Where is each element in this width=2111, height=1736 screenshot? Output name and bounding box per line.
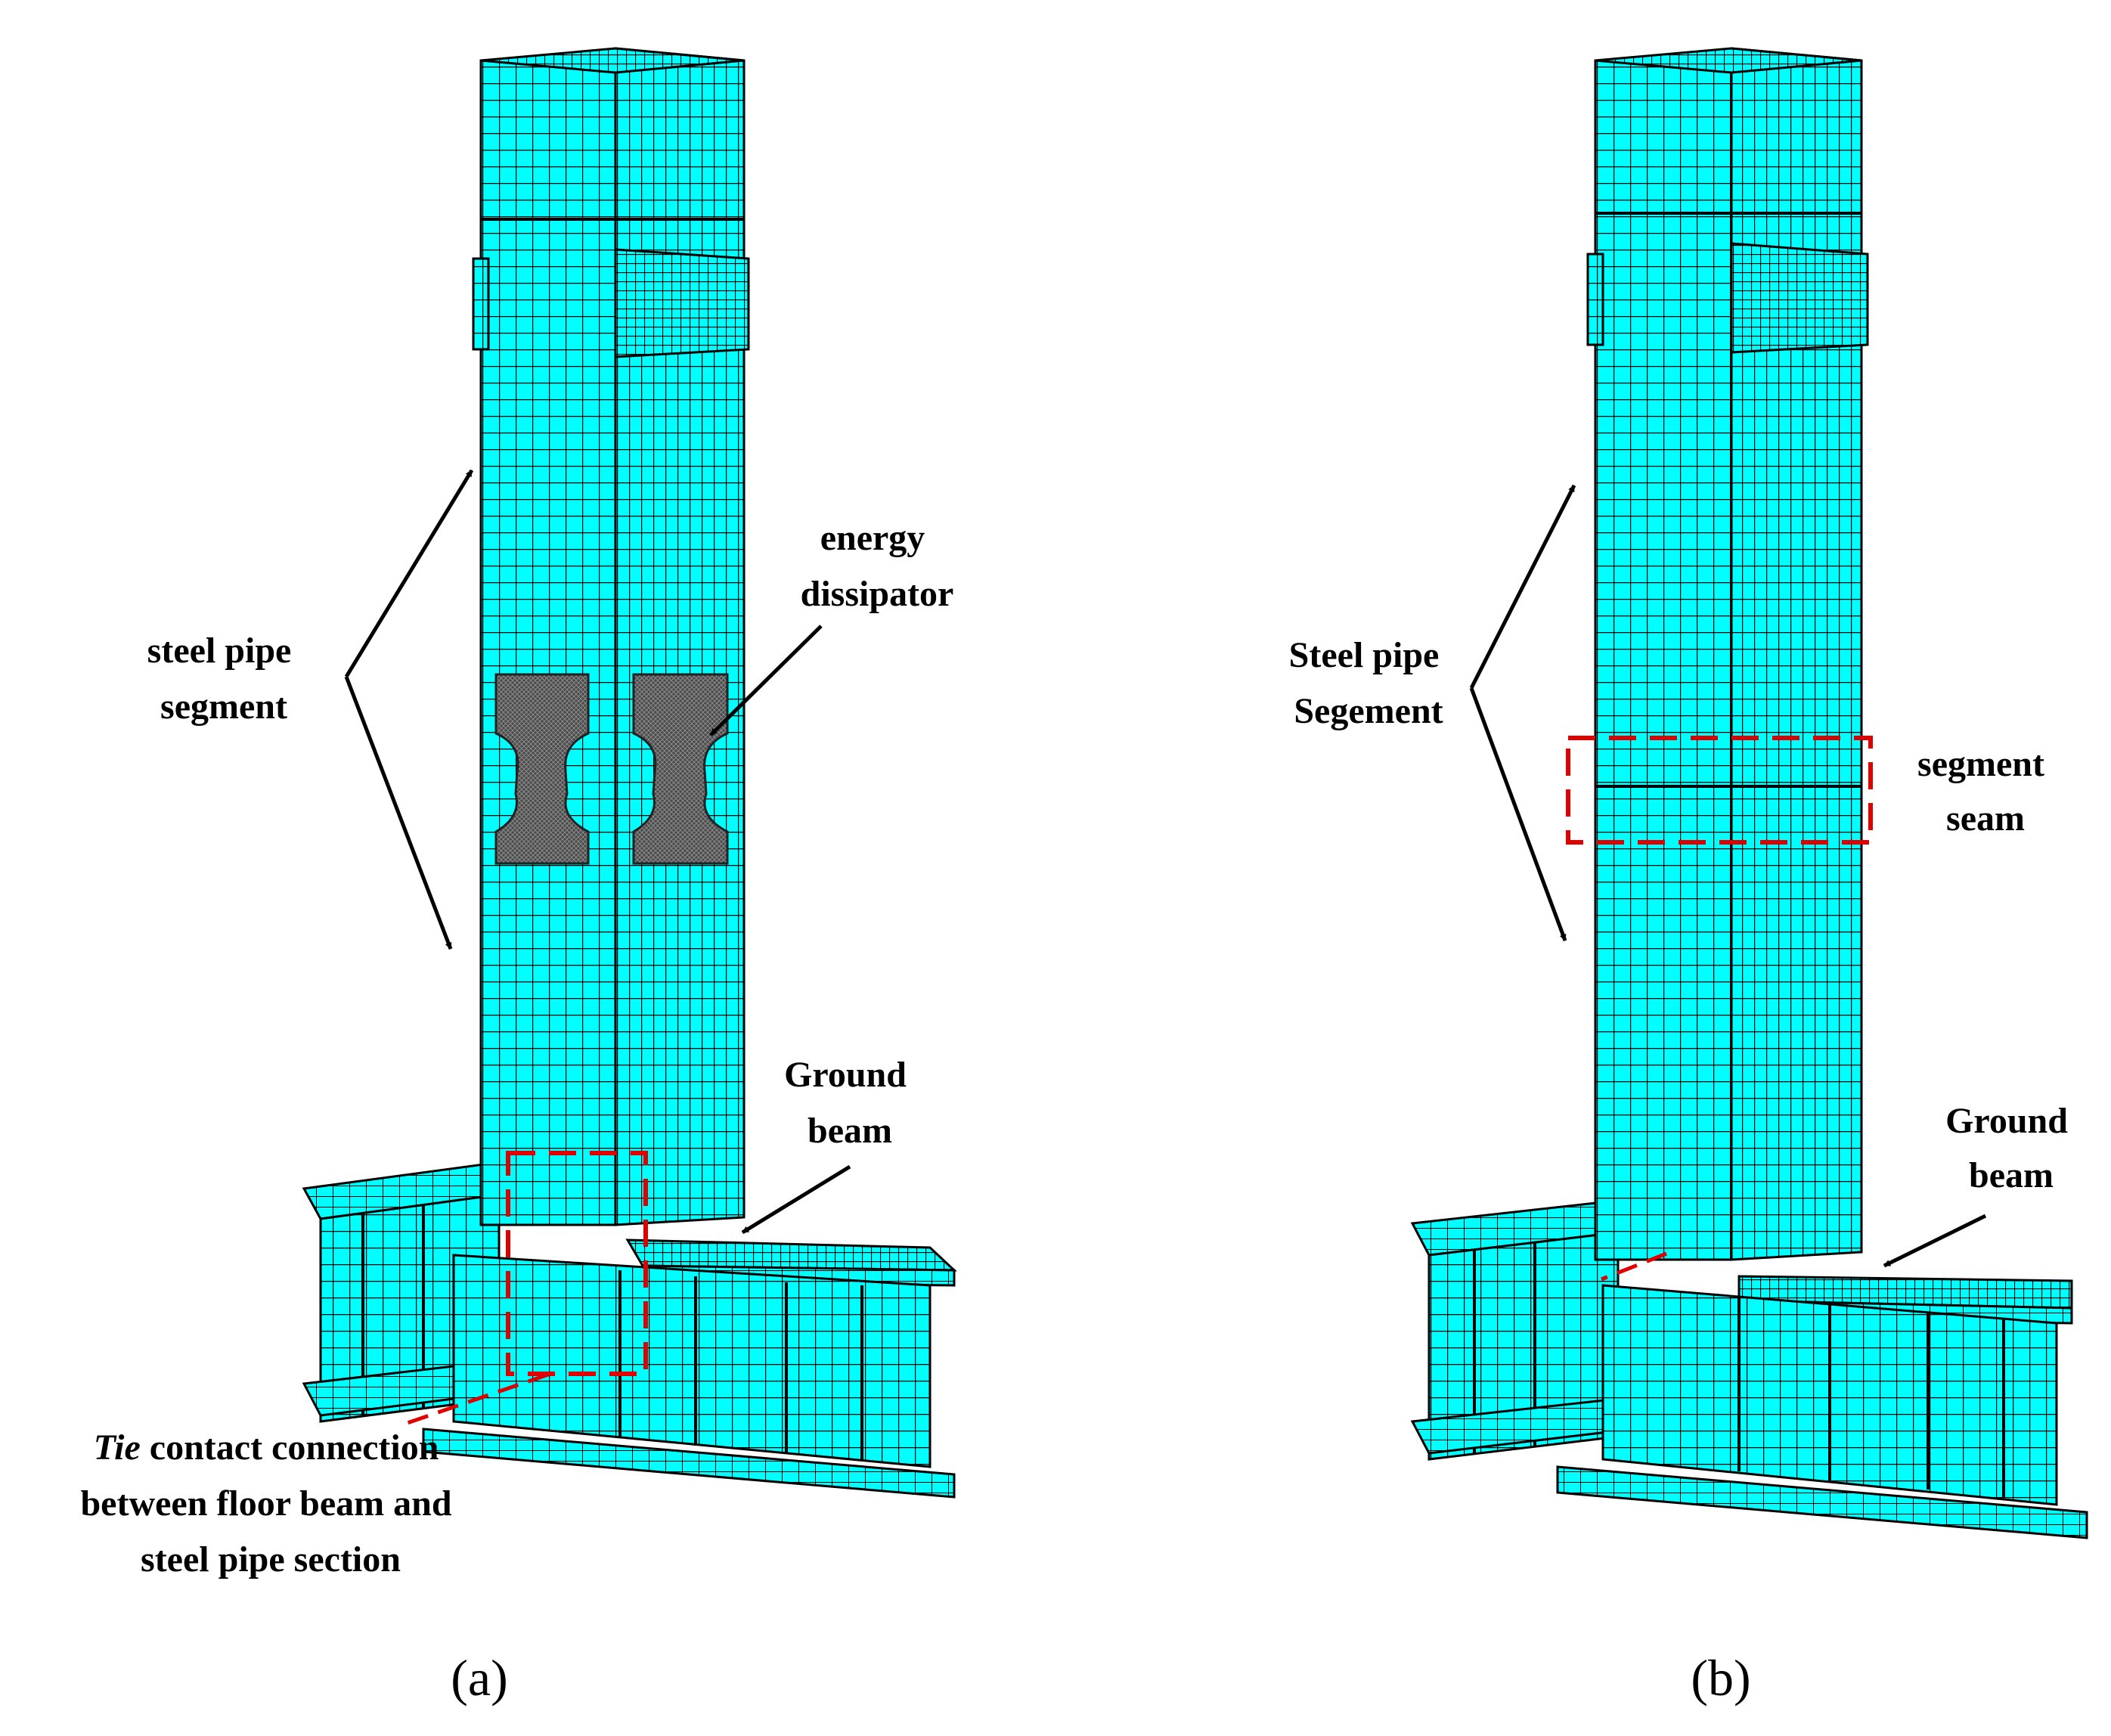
- ground-beam-label-b-line1: Ground: [1945, 1101, 2068, 1141]
- ground-beam-label-a: Ground beam: [784, 1055, 916, 1151]
- ground-beam-label-b: Ground beam: [1945, 1101, 2077, 1195]
- tie-label-a: Tie contact connection between floor bea…: [80, 1428, 460, 1579]
- steel-pipe-arrow-up-b: [1469, 484, 1576, 690]
- tie-leader-line-b: [1601, 1251, 1667, 1282]
- energy-dissipator-arrow-a: [709, 625, 823, 736]
- segment-seam-box-b: [1566, 736, 1873, 845]
- segment-seam-label-b: segment seam: [1917, 744, 2054, 839]
- steel-pipe-label-b-line1: Steel pipe: [1289, 635, 1440, 675]
- steel-pipe-arrow-up-a: [344, 469, 474, 678]
- energy-dissipator-label-a: energy dissipator: [801, 518, 954, 614]
- ground-beam-arrow-b: [1883, 1214, 1987, 1268]
- energy-label-line1: energy: [820, 518, 925, 558]
- tie-label-line1: Tie contact connection: [94, 1428, 439, 1468]
- steel-pipe-label-b: Steel pipe Segement: [1289, 635, 1449, 731]
- ground-beam-label-b-line2: beam: [1969, 1155, 2054, 1195]
- tie-label-rest: contact connection: [141, 1428, 439, 1468]
- seam-label-line1: segment: [1917, 744, 2044, 784]
- energy-dissipator-a: [494, 673, 729, 865]
- ground-beam-a: [302, 1163, 957, 1499]
- ground-beam-b: [1410, 1201, 2088, 1539]
- steel-pipe-column-a: [472, 47, 750, 1226]
- seam-label-line2: seam: [1946, 798, 2025, 839]
- tie-contact-box-a: [506, 1151, 648, 1376]
- steel-pipe-arrow-down-a: [344, 676, 453, 950]
- steel-pipe-label-a-line2: segment: [160, 687, 287, 727]
- tie-label-italic: Tie: [94, 1428, 141, 1468]
- panel-a: steel pipe segment energy dissipator Gro…: [80, 47, 957, 1707]
- ground-beam-label-a-line1: Ground: [784, 1055, 907, 1095]
- steel-pipe-label-a: steel pipe segment: [147, 631, 301, 727]
- ground-beam-label-a-line2: beam: [808, 1111, 892, 1151]
- ground-beam-arrow-a: [741, 1164, 851, 1235]
- steel-pipe-column-b: [1586, 47, 1869, 1261]
- caption-b: (b): [1691, 1649, 1750, 1707]
- panel-b: Steel pipe Segement segment seam Ground …: [1289, 47, 2088, 1707]
- steel-pipe-label-b-line2: Segement: [1294, 691, 1443, 731]
- steel-pipe-label-a-line1: steel pipe: [147, 631, 292, 671]
- steel-pipe-arrow-down-b: [1469, 687, 1567, 941]
- energy-label-line2: dissipator: [801, 574, 954, 614]
- tie-label-line2: between floor beam and: [80, 1483, 451, 1524]
- tie-label-line3: steel pipe section: [141, 1539, 401, 1579]
- tie-leader-line-a: [400, 1372, 549, 1428]
- caption-a: (a): [451, 1649, 507, 1707]
